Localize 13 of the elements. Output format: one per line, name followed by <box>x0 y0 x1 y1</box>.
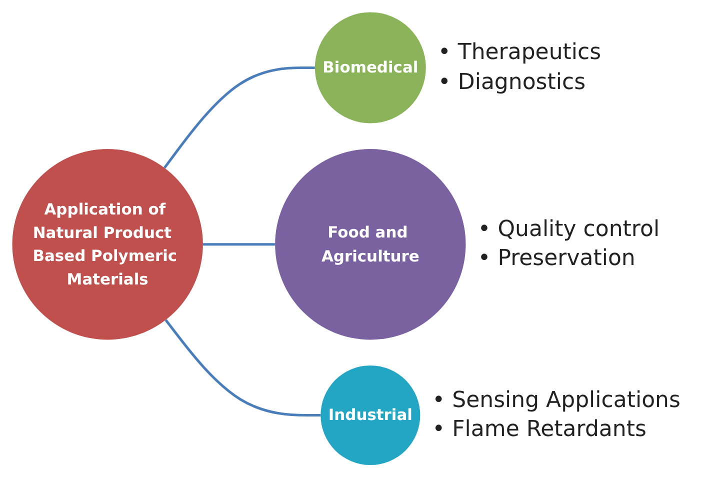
bullet-item: • Flame Retardants <box>432 416 648 444</box>
connector-line <box>202 243 276 246</box>
node-label: Industrial <box>328 404 412 426</box>
connector-line <box>164 319 321 417</box>
node-label: Application of Natural Product Based Polymeric Materials <box>32 199 178 290</box>
bullet-item: • Diagnostics <box>438 68 587 97</box>
node-label: Food and Agriculture <box>320 222 420 267</box>
connector-line <box>163 66 315 169</box>
bullet-item: • Sensing Applications <box>432 386 680 415</box>
bullet-item: • Therapeutics <box>438 39 602 68</box>
bullet-item: • Preservation <box>478 245 636 274</box>
node-label: Biomedical <box>322 57 418 79</box>
bullet-item: • Quality control <box>478 216 660 244</box>
